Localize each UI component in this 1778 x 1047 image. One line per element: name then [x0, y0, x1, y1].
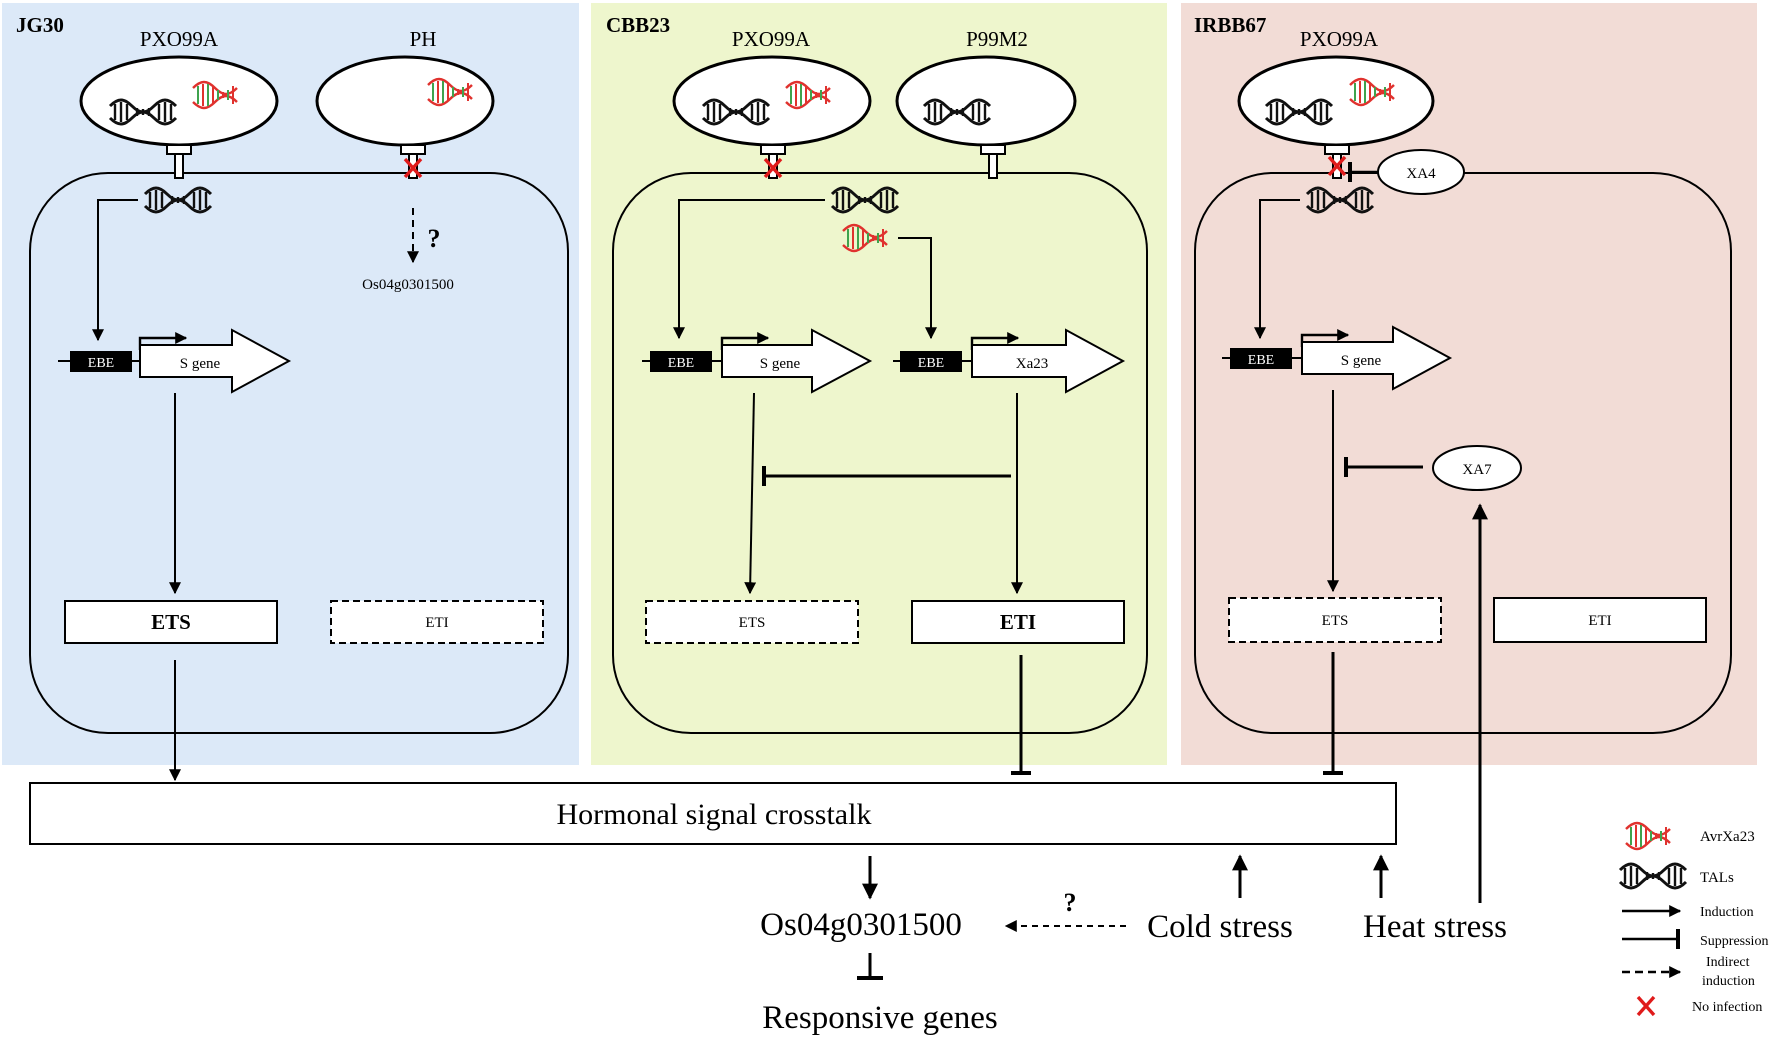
ebe-label: EBE — [668, 356, 694, 371]
plant-cell-jg30 — [29, 172, 569, 734]
induction-arrow — [92, 199, 138, 342]
pathogen-label-pxo99a-jg30: PXO99A — [140, 27, 219, 51]
xa7-label: XA7 — [1462, 462, 1492, 478]
question-mark: ? — [1064, 888, 1077, 917]
s-gene-arrow — [139, 328, 292, 394]
legend-label-tals: TALs — [1700, 870, 1734, 886]
pathogen-label-ph: PH — [410, 27, 437, 51]
secretion-system-cbb23-right — [980, 144, 1006, 179]
question-mark: ? — [428, 224, 441, 253]
eti-label: ETI — [1588, 613, 1611, 629]
panel-jg30: JG30 PXO99A PH ? Os04g0301500 EBE S gene… — [2, 3, 579, 782]
panel-cbb23: CBB23 PXO99A P99M2 EBE S gene EBE Xa23 — [591, 3, 1167, 775]
ets-label: ETS — [151, 610, 191, 634]
panel-irbb67-label: IRBB67 — [1194, 13, 1266, 37]
s-gene-label: S gene — [760, 356, 801, 372]
hormonal-crosstalk-label: Hormonal signal crosstalk — [557, 798, 872, 831]
bacterium-pxo99a-jg30 — [79, 55, 279, 147]
eti-box — [1493, 597, 1707, 643]
target-gene-label-jg30: Os04g0301500 — [362, 277, 454, 293]
induction-arrow — [1254, 199, 1300, 340]
legend-label-indirect-line2: induction — [1702, 974, 1755, 989]
ets-box — [64, 600, 278, 644]
xa7-protein — [1432, 445, 1522, 491]
ebe-box — [650, 351, 712, 372]
cold-stress-label: Cold stress — [1147, 909, 1293, 945]
xa23-gene-arrow — [971, 328, 1126, 394]
panel-irbb67: IRBB67 PXO99A XA4 EBE S gene XA7 ETS ETI — [1181, 3, 1757, 775]
bacterium-pxo99a-cbb23 — [672, 55, 872, 147]
ebe-box — [70, 351, 132, 372]
ets-box — [645, 600, 859, 644]
eti-box — [330, 600, 544, 644]
bottom-section: Hormonal signal crosstalk Os04g0301500 R… — [29, 503, 1507, 1036]
pathogen-label-p99m2: P99M2 — [966, 27, 1028, 51]
legend-no-infection-cross-icon — [1636, 995, 1656, 1017]
hormonal-crosstalk-box — [29, 782, 1397, 845]
responsive-genes-label: Responsive genes — [762, 1000, 998, 1036]
legend-label-suppression: Suppression — [1700, 934, 1768, 949]
legend: AvrXa23 TALs Induction Suppression Indir… — [1618, 821, 1768, 1017]
pathogen-label-pxo99a-irbb67: PXO99A — [1300, 27, 1379, 51]
legend-label-indirect-line1: Indirect — [1706, 955, 1750, 970]
ebe-label: EBE — [1248, 353, 1274, 368]
xa4-protein — [1377, 149, 1465, 195]
induction-arrow — [673, 199, 825, 340]
heat-stress-label: Heat stress — [1363, 909, 1507, 945]
secretion-system-jg30-left — [166, 144, 192, 179]
s-gene-arrow — [721, 328, 873, 394]
avrxa23-dna-icon — [1624, 821, 1672, 851]
eti-label: ETI — [425, 615, 448, 631]
tal-dna-icon — [1618, 862, 1688, 890]
ets-label: ETS — [1322, 613, 1349, 629]
panel-jg30-label: JG30 — [16, 13, 64, 37]
plant-cell-cbb23 — [612, 172, 1148, 734]
s-gene-label: S gene — [1341, 353, 1382, 369]
ebe-label: EBE — [88, 356, 114, 371]
target-gene-label: Os04g0301500 — [760, 907, 962, 943]
eti-label: ETI — [1000, 610, 1036, 634]
ebe-label: EBE — [918, 356, 944, 371]
s-gene-label: S gene — [180, 356, 221, 372]
legend-label-avrxa23: AvrXa23 — [1700, 829, 1755, 845]
eti-box — [911, 600, 1125, 644]
bacterium-ph — [315, 55, 495, 147]
ets-box — [1228, 597, 1442, 643]
xa4-label: XA4 — [1406, 166, 1436, 182]
induction-arrow — [744, 392, 757, 595]
bacterium-pxo99a-irbb67 — [1237, 55, 1435, 147]
s-gene-arrow — [1301, 325, 1453, 391]
ebe-box — [1230, 348, 1292, 369]
pathogen-label-pxo99a-cbb23: PXO99A — [732, 27, 811, 51]
xa23-gene-label: Xa23 — [1016, 356, 1049, 372]
ets-label: ETS — [739, 615, 766, 631]
ebe-box — [900, 351, 962, 372]
legend-label-induction: Induction — [1700, 905, 1754, 920]
induction-arrow — [898, 237, 937, 340]
legend-label-no-infection: No infection — [1692, 1000, 1762, 1015]
panel-cbb23-label: CBB23 — [606, 13, 670, 37]
